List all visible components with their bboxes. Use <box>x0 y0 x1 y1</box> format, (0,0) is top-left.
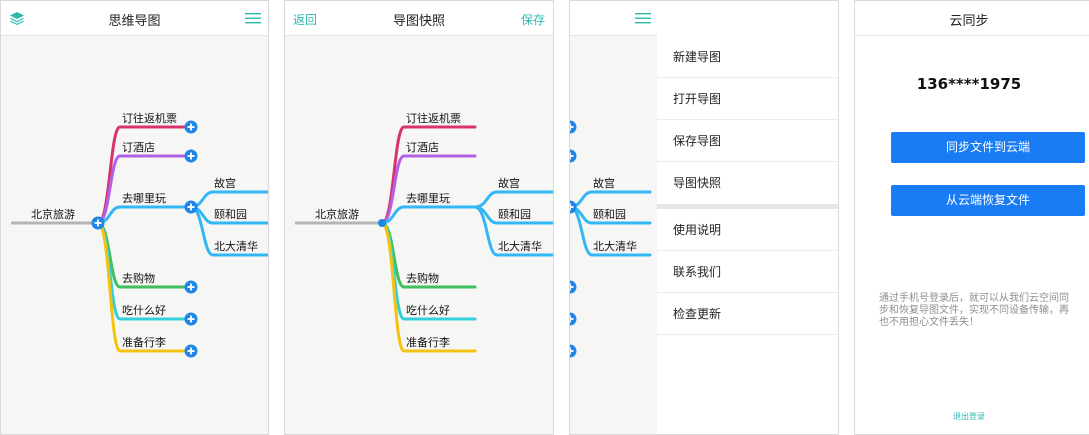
menu-item-snapshot[interactable]: 导图快照 <box>673 176 722 190</box>
menu-item-help[interactable]: 使用说明 <box>657 209 838 251</box>
branch-node-3[interactable]: 去购物 <box>122 272 155 285</box>
sync-description: 通过手机号登录后，就可以从我们云空间同 步和恢复导图文件，实现不同设备传输，再 … <box>879 293 1069 328</box>
sub-branch-node-2[interactable]: 北大清华 <box>498 240 542 253</box>
save-button[interactable]: 保存 <box>520 13 545 27</box>
cloud-sync-screen: 云同步 136****1975 同步文件到云端 从云端恢复文件 通过手机号登录后… <box>854 0 1089 435</box>
sub-branch-node-1[interactable]: 颐和园 <box>498 208 531 221</box>
sub-branch-line-2 <box>473 205 553 257</box>
add-child-icon-5[interactable] <box>184 344 198 358</box>
add-child-icon-0[interactable] <box>569 120 577 134</box>
sub-branch-node-2[interactable]: 北大清华 <box>593 240 637 253</box>
logout-link[interactable]: 退出登录 <box>953 412 985 421</box>
branch-node-2[interactable]: 去哪里玩 <box>406 192 450 205</box>
sub-branch-node-1[interactable]: 颐和园 <box>593 208 626 221</box>
sub-branch-line-0 <box>570 190 652 209</box>
sub-branch-line-0 <box>473 190 553 209</box>
branch-node-5[interactable]: 准备行李 <box>122 336 166 349</box>
branch-node-2[interactable]: 去哪里玩 <box>122 192 166 205</box>
sub-branch-node-0[interactable]: 故宫 <box>593 177 615 190</box>
top-bar <box>570 1 657 36</box>
branch-line-1 <box>380 154 477 225</box>
branch-node-0[interactable]: 订往返机票 <box>122 112 177 125</box>
page-title: 思维导图 <box>108 14 161 29</box>
branch-node-1[interactable]: 订酒店 <box>406 141 439 154</box>
menu-icon[interactable] <box>244 10 262 26</box>
add-child-icon-3[interactable] <box>569 280 577 294</box>
add-child-icon-1[interactable] <box>569 149 577 163</box>
branch-line-2 <box>96 205 193 225</box>
sub-branch-node-0[interactable]: 故宫 <box>214 177 236 190</box>
snapshot-screen: 返回 导图快照 保存 北京旅游 订往返机票订酒店去哪里玩去购物吃什么好准备行李 故宫… <box>284 0 554 435</box>
mindmap-editor-screen: 思维导图 北京旅游 订往返机票订酒店去哪里玩去购物吃什么好准备行李 故宫颐和园北大清… <box>0 0 269 435</box>
branch-line-2 <box>380 205 477 225</box>
mindmap-lines <box>569 120 652 358</box>
root-node[interactable]: 北京旅游 <box>31 208 75 221</box>
phone-number: 136****1975 <box>916 75 1022 93</box>
back-button[interactable]: 返回 <box>293 13 318 27</box>
top-bar: 云同步 <box>855 1 1089 36</box>
add-child-icon-2[interactable] <box>184 200 198 214</box>
mindmap-lines <box>295 125 553 353</box>
menu-divider <box>657 204 838 209</box>
menu-item-save[interactable]: 保存导图 <box>657 120 838 162</box>
root-add-icon[interactable] <box>91 216 105 230</box>
add-child-icon-5[interactable] <box>569 344 577 358</box>
mindmap-canvas[interactable]: 北京旅游 订往返机票订酒店去哪里玩去购物吃什么好准备行李 故宫颐和园北大清华 <box>1 37 268 434</box>
branch-node-1[interactable]: 订酒店 <box>122 141 155 154</box>
sub-branch-line-0 <box>189 190 268 209</box>
page-title: 云同步 <box>949 14 989 29</box>
menu-item-contact[interactable]: 联系我们 <box>657 251 838 293</box>
top-bar: 思维导图 <box>1 1 268 36</box>
menu-item-check-update[interactable]: 检查更新 <box>657 293 838 335</box>
root-node[interactable]: 北京旅游 <box>315 208 359 221</box>
layers-icon[interactable] <box>9 10 27 26</box>
menu-item-new[interactable]: 新建导图 <box>657 36 838 78</box>
sub-branch-node-2[interactable]: 北大清华 <box>214 240 258 253</box>
menu-icon[interactable] <box>634 10 652 26</box>
branch-node-5[interactable]: 准备行李 <box>406 336 450 349</box>
mindmap-lines <box>11 120 268 358</box>
top-bar: 返回 导图快照 保存 <box>285 1 553 36</box>
add-child-icon-4[interactable] <box>184 312 198 326</box>
branch-node-4[interactable]: 吃什么好 <box>406 304 450 317</box>
add-child-icon-3[interactable] <box>184 280 198 294</box>
add-child-icon-1[interactable] <box>184 149 198 163</box>
root-dot <box>378 219 386 227</box>
page-title: 导图快照 <box>392 14 445 29</box>
branch-node-4[interactable]: 吃什么好 <box>122 304 166 317</box>
sub-branch-node-1[interactable]: 颐和园 <box>214 208 247 221</box>
branch-line-4 <box>570 317 572 321</box>
branch-line-5 <box>96 221 193 353</box>
sub-branch-node-0[interactable]: 故宫 <box>498 177 520 190</box>
add-child-icon-2[interactable] <box>569 200 577 214</box>
branch-node-3[interactable]: 去购物 <box>406 272 439 285</box>
restore-from-cloud-button[interactable]: 从云端恢复文件 <box>891 185 1085 216</box>
branch-line-5 <box>380 221 477 353</box>
add-child-icon-0[interactable] <box>184 120 198 134</box>
side-menu: 新建导图 打开导图 保存导图 导图快照 使用说明 联系我们 检查更新 <box>657 1 838 434</box>
branch-line-3 <box>570 285 572 289</box>
add-child-icon-4[interactable] <box>569 312 577 326</box>
sync-to-cloud-button[interactable]: 同步文件到云端 <box>891 132 1085 163</box>
menu-item-open[interactable]: 打开导图 <box>657 78 838 120</box>
mindmap-snapshot-canvas: 北京旅游 订往返机票订酒店去哪里玩去购物吃什么好准备行李 故宫颐和园北大清华 <box>285 37 553 434</box>
branch-node-0[interactable]: 订往返机票 <box>406 112 461 125</box>
